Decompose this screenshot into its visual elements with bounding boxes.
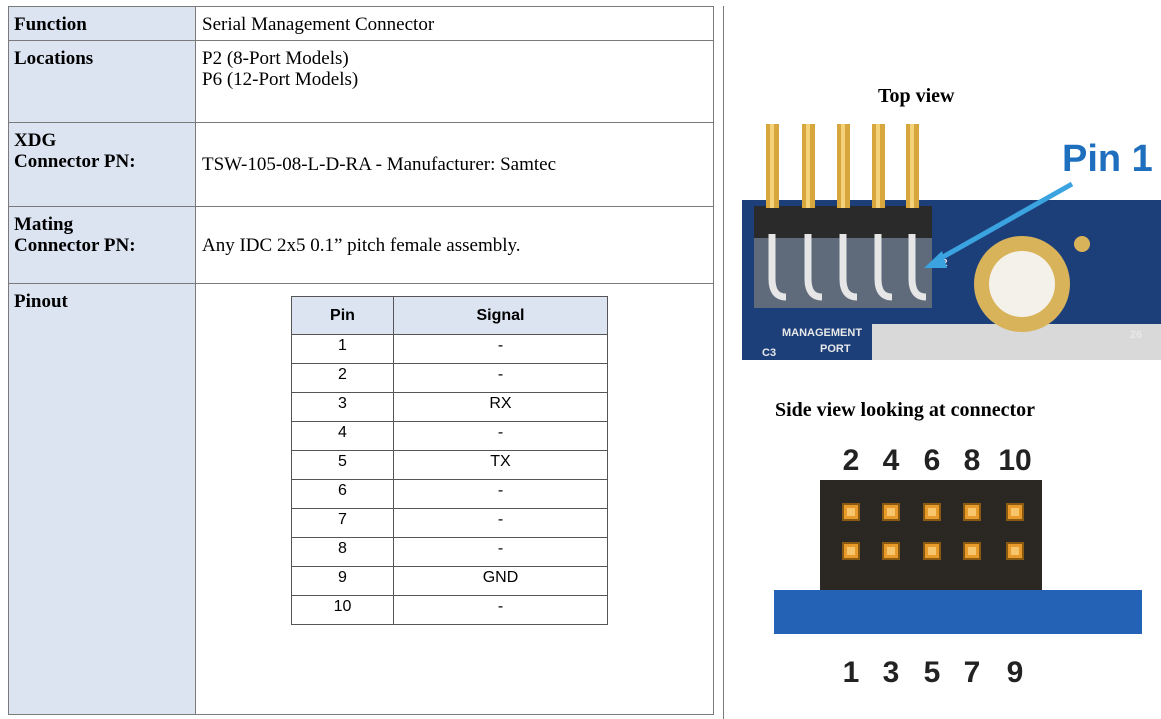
xdg-label-line-1: XDG [14, 130, 57, 151]
pinout-header-row: Pin Signal [291, 296, 608, 335]
pin-number-1: 1 [843, 656, 860, 689]
table-row: 10- [291, 595, 608, 625]
signal-cell: - [393, 363, 608, 393]
pin-cell: 2 [291, 363, 394, 393]
silk-management-text: MANAGEMENT [782, 327, 862, 339]
silk-port-text: PORT [820, 343, 851, 355]
locations-line-1: P2 (8-Port Models) [202, 48, 349, 69]
header-pin-highlights [770, 124, 914, 208]
pin-number-3: 3 [883, 656, 900, 689]
signal-cell: - [393, 537, 608, 567]
mating-connector-value: Any IDC 2x5 0.1” pitch female assembly. [195, 206, 714, 284]
pin-number-7: 7 [964, 656, 981, 689]
locations-label: Locations [8, 40, 196, 123]
signal-cell: RX [393, 392, 608, 422]
locations-line-2: P6 (12-Port Models) [202, 69, 359, 90]
locations-value: P2 (8-Port Models) P6 (12-Port Models) [195, 40, 714, 123]
function-label: Function [8, 6, 196, 41]
xdg-connector-label: XDG Connector PN: [8, 122, 196, 207]
signal-cell: - [393, 508, 608, 538]
connector-spec-table: Function Serial Management Connector Loc… [8, 6, 714, 715]
signal-column-header: Signal [393, 296, 608, 335]
mounting-hole [989, 251, 1055, 317]
pin-cell: 6 [291, 479, 394, 509]
signal-cell: - [393, 595, 608, 625]
pin-number-5: 5 [924, 656, 941, 689]
table-row: 4- [291, 421, 608, 451]
pin-number-4: 4 [883, 444, 900, 477]
top-view-board-illustration: MANAGEMENT PORT C3 26 2 Pin 1 [742, 124, 1161, 360]
connector-body [820, 480, 1042, 590]
locations-row: Locations P2 (8-Port Models) P6 (12-Port… [8, 40, 714, 123]
bottom-pin-numbers: 1 3 5 7 9 [843, 656, 1024, 689]
connector-base-strip [774, 590, 1142, 634]
bent-leads [768, 234, 927, 301]
pin-cell: 10 [291, 595, 394, 625]
header-housing [754, 206, 932, 238]
pin1-label: Pin 1 [1062, 138, 1153, 180]
pin-column-header: Pin [291, 296, 394, 335]
signal-cell: - [393, 421, 608, 451]
top-pin-numbers: 2 4 6 8 10 [843, 444, 1032, 477]
signal-cell: TX [393, 450, 608, 480]
pin-cell: 3 [291, 392, 394, 422]
signal-cell: GND [393, 566, 608, 596]
side-view-connector-illustration: 2 4 6 8 10 1 3 5 7 9 [774, 444, 1142, 689]
pin-cell: 9 [291, 566, 394, 596]
silk-c3-text: C3 [762, 347, 776, 359]
table-row: 6- [291, 479, 608, 509]
connector-pad-centers [847, 508, 1019, 555]
table-row: 1- [291, 334, 608, 364]
pin-number-9: 9 [1007, 656, 1024, 689]
pin-number-8: 8 [964, 444, 981, 477]
pin1-arrow-line [932, 181, 1074, 265]
table-row: 7- [291, 508, 608, 538]
pin-cell: 1 [291, 334, 394, 364]
table-row: 8- [291, 537, 608, 567]
pin-cell: 5 [291, 450, 394, 480]
table-row: 2- [291, 363, 608, 393]
pin1-arrow-head [924, 251, 947, 268]
top-view-caption: Top view [878, 85, 955, 107]
pin-cell: 7 [291, 508, 394, 538]
mating-label-line-2: Connector PN: [14, 235, 136, 256]
function-row: Function Serial Management Connector [8, 6, 714, 41]
pin-number-10: 10 [998, 444, 1031, 477]
side-view-caption: Side view looking at connector [775, 399, 1035, 421]
signal-cell: - [393, 334, 608, 364]
xdg-connector-value: TSW-105-08-L-D-RA - Manufacturer: Samtec [195, 122, 714, 207]
mating-connector-row: Mating Connector PN: Any IDC 2x5 0.1” pi… [8, 206, 714, 284]
mating-connector-label: Mating Connector PN: [8, 206, 196, 284]
pin-number-2: 2 [843, 444, 860, 477]
pin-cell: 8 [291, 537, 394, 567]
pin-cell: 4 [291, 421, 394, 451]
function-value: Serial Management Connector [195, 6, 714, 41]
pin-number-6: 6 [924, 444, 941, 477]
via-pad [1074, 236, 1090, 252]
xdg-connector-row: XDG Connector PN: TSW-105-08-L-D-RA - Ma… [8, 122, 714, 207]
mating-label-line-1: Mating [14, 214, 74, 235]
pinout-label: Pinout [8, 283, 196, 715]
signal-cell: - [393, 479, 608, 509]
xdg-label-line-2: Connector PN: [14, 151, 136, 172]
right-panel-divider [723, 6, 724, 719]
silk-26-text: 26 [1130, 329, 1142, 341]
